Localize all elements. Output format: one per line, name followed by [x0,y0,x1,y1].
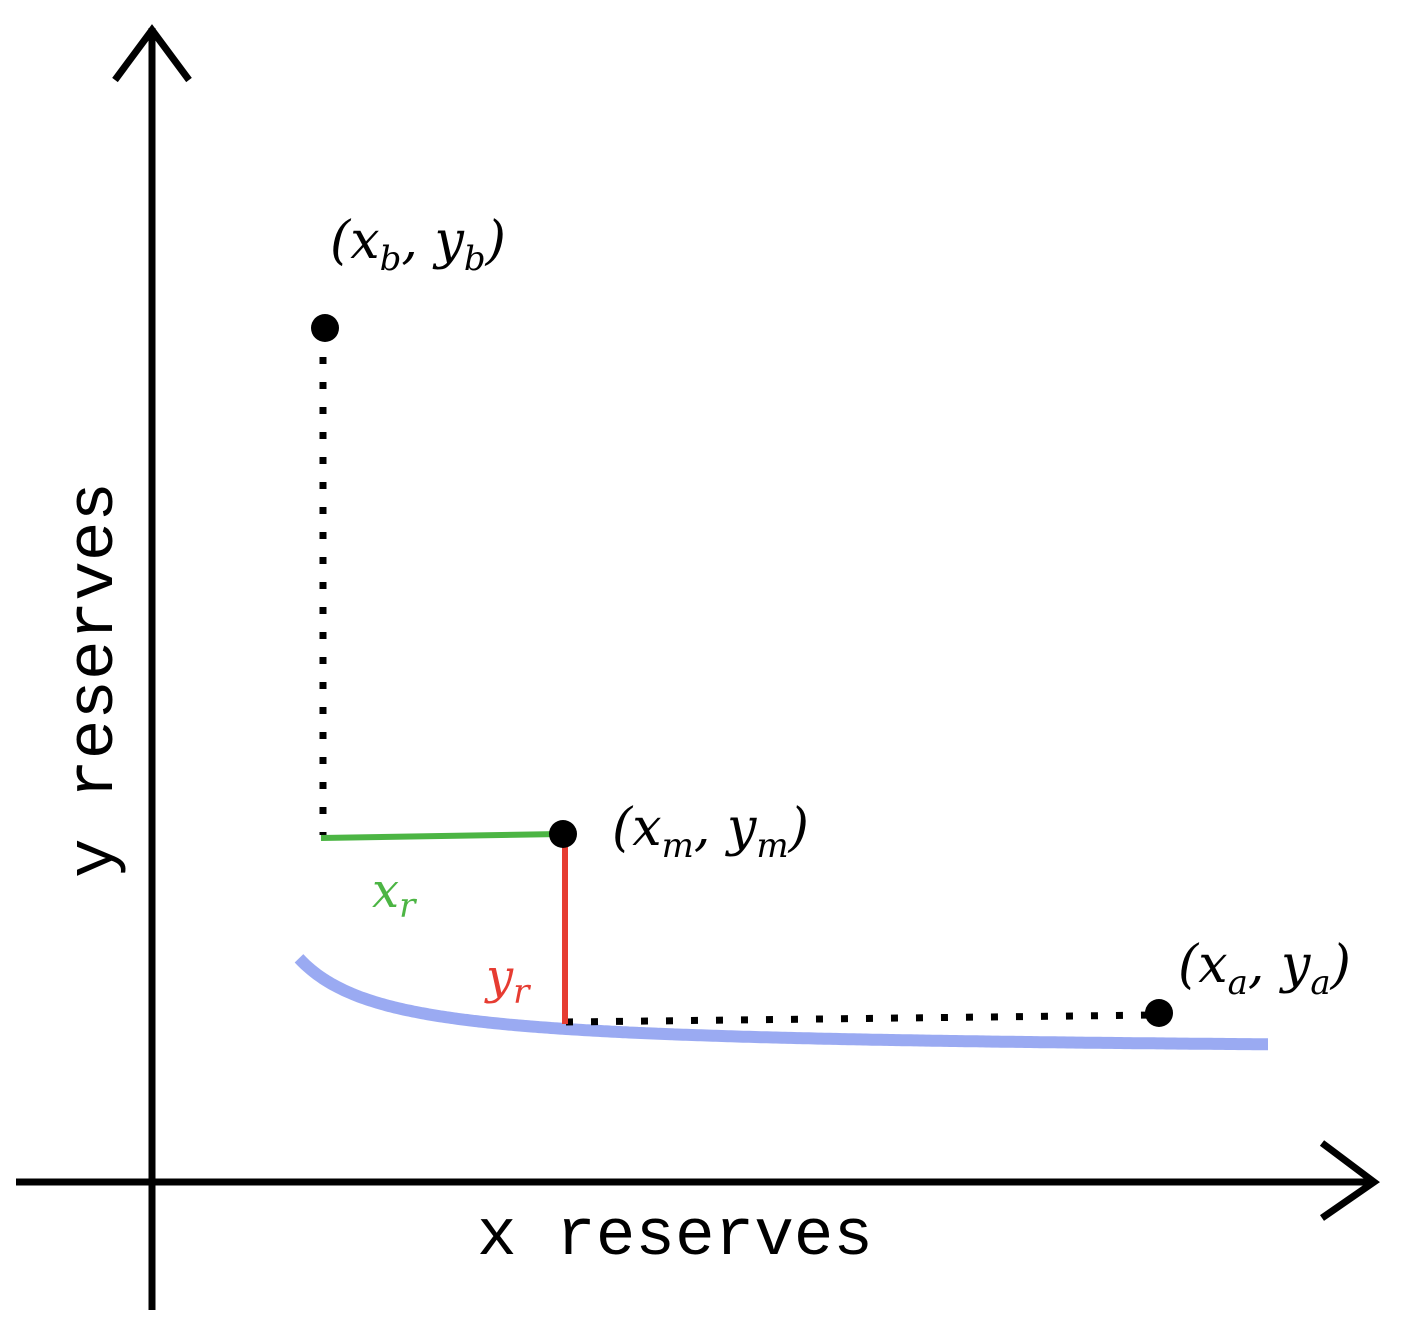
point-a-marker [1145,999,1173,1027]
point-m-marker [549,820,577,848]
point-b-label: (xb, yb) [330,211,506,279]
point-a-label: (xa, ya) [1178,935,1351,1003]
point-b-marker [311,314,339,342]
bonding-curve [294,954,1268,1051]
point-m-label: (xm, ym) [612,798,809,866]
x-axis [16,1140,1380,1221]
x-axis-arrowhead [1319,1140,1380,1221]
y-axis-arrowhead [112,24,192,83]
y-axis [112,24,192,1310]
x-axis-title: x reserves [477,1199,873,1274]
x-delta-segment [320,831,562,841]
y-axis-title: y reserves [57,482,132,878]
y-delta-label: yr [484,949,531,1012]
guide-horizontal-dotted [565,1011,1157,1026]
x-delta-label: xr [372,863,417,926]
